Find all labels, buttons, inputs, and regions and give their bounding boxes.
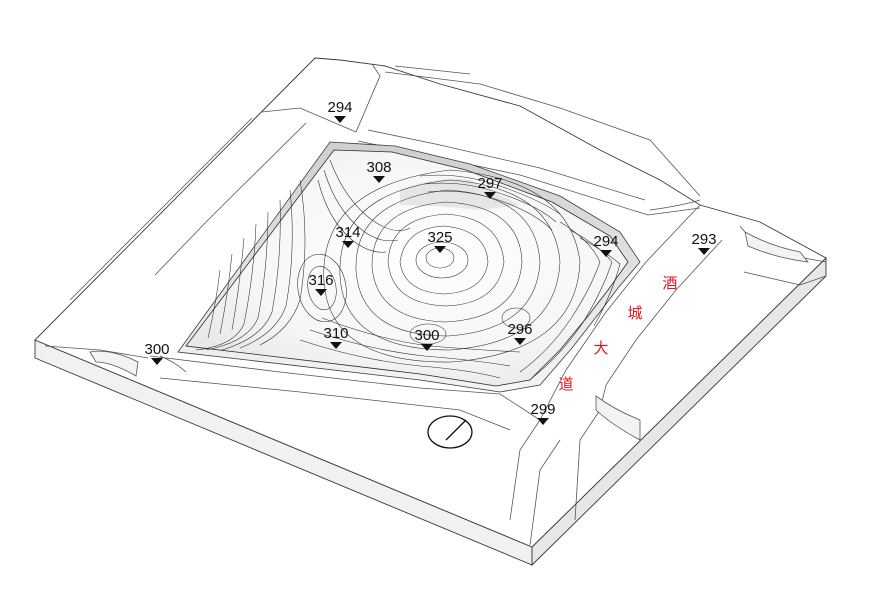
- elevation-markers: 294 308 297 314 325 294 293 316: [144, 99, 717, 425]
- elevation-value: 325: [427, 229, 452, 246]
- elevation-value: 308: [366, 159, 391, 176]
- road-southwest-edge-b: [159, 377, 511, 431]
- site-details: [89, 199, 809, 441]
- elevation-marker: 310: [323, 325, 349, 349]
- elevation-value: 310: [323, 325, 348, 342]
- road-northwest-edge-b: [69, 117, 253, 301]
- road-northwest-edge-a: [261, 63, 381, 133]
- elevation-value: 314: [335, 224, 360, 241]
- elevation-marker: 293: [691, 231, 717, 255]
- street-name-char: 酒: [662, 274, 677, 292]
- terrain-surface: [185, 149, 629, 387]
- elevation-marker: 300: [414, 327, 440, 351]
- elevation-value: 296: [507, 321, 532, 338]
- elevation-marker: 325: [427, 229, 453, 253]
- road-southwest-edge-a: [149, 355, 541, 421]
- street-name-char: 城: [627, 304, 642, 322]
- elevation-value: 293: [691, 231, 716, 248]
- elevation-value: 316: [308, 272, 333, 289]
- street-name-char: 道: [558, 375, 573, 393]
- road-network: [44, 63, 827, 546]
- north-arrow-icon: [427, 415, 473, 449]
- elevation-marker: 308: [366, 159, 392, 183]
- elevation-marker: 296: [507, 321, 533, 345]
- elevation-marker: 297: [477, 175, 503, 199]
- site-terrain: [177, 141, 641, 393]
- elevation-marker: 294: [593, 233, 619, 257]
- elevation-marker: 294: [327, 99, 353, 123]
- elevation-value: 294: [327, 99, 352, 116]
- elevation-value: 297: [477, 175, 502, 192]
- elevation-value: 299: [530, 401, 555, 418]
- elevation-value: 294: [593, 233, 618, 250]
- elevation-value: 300: [414, 327, 439, 344]
- road-east-edge-a: [539, 204, 701, 421]
- elevation-marker: 300: [144, 341, 170, 365]
- street-name-jiucheng-avenue: 酒 城 大 道: [558, 274, 677, 393]
- contour-lines: [195, 159, 621, 379]
- elevation-marker: 314: [335, 224, 361, 248]
- elevation-marker: 299: [530, 401, 556, 425]
- street-name-char: 大: [593, 339, 608, 357]
- elevation-value: 300: [144, 341, 169, 358]
- elevation-marker: 316: [308, 272, 334, 296]
